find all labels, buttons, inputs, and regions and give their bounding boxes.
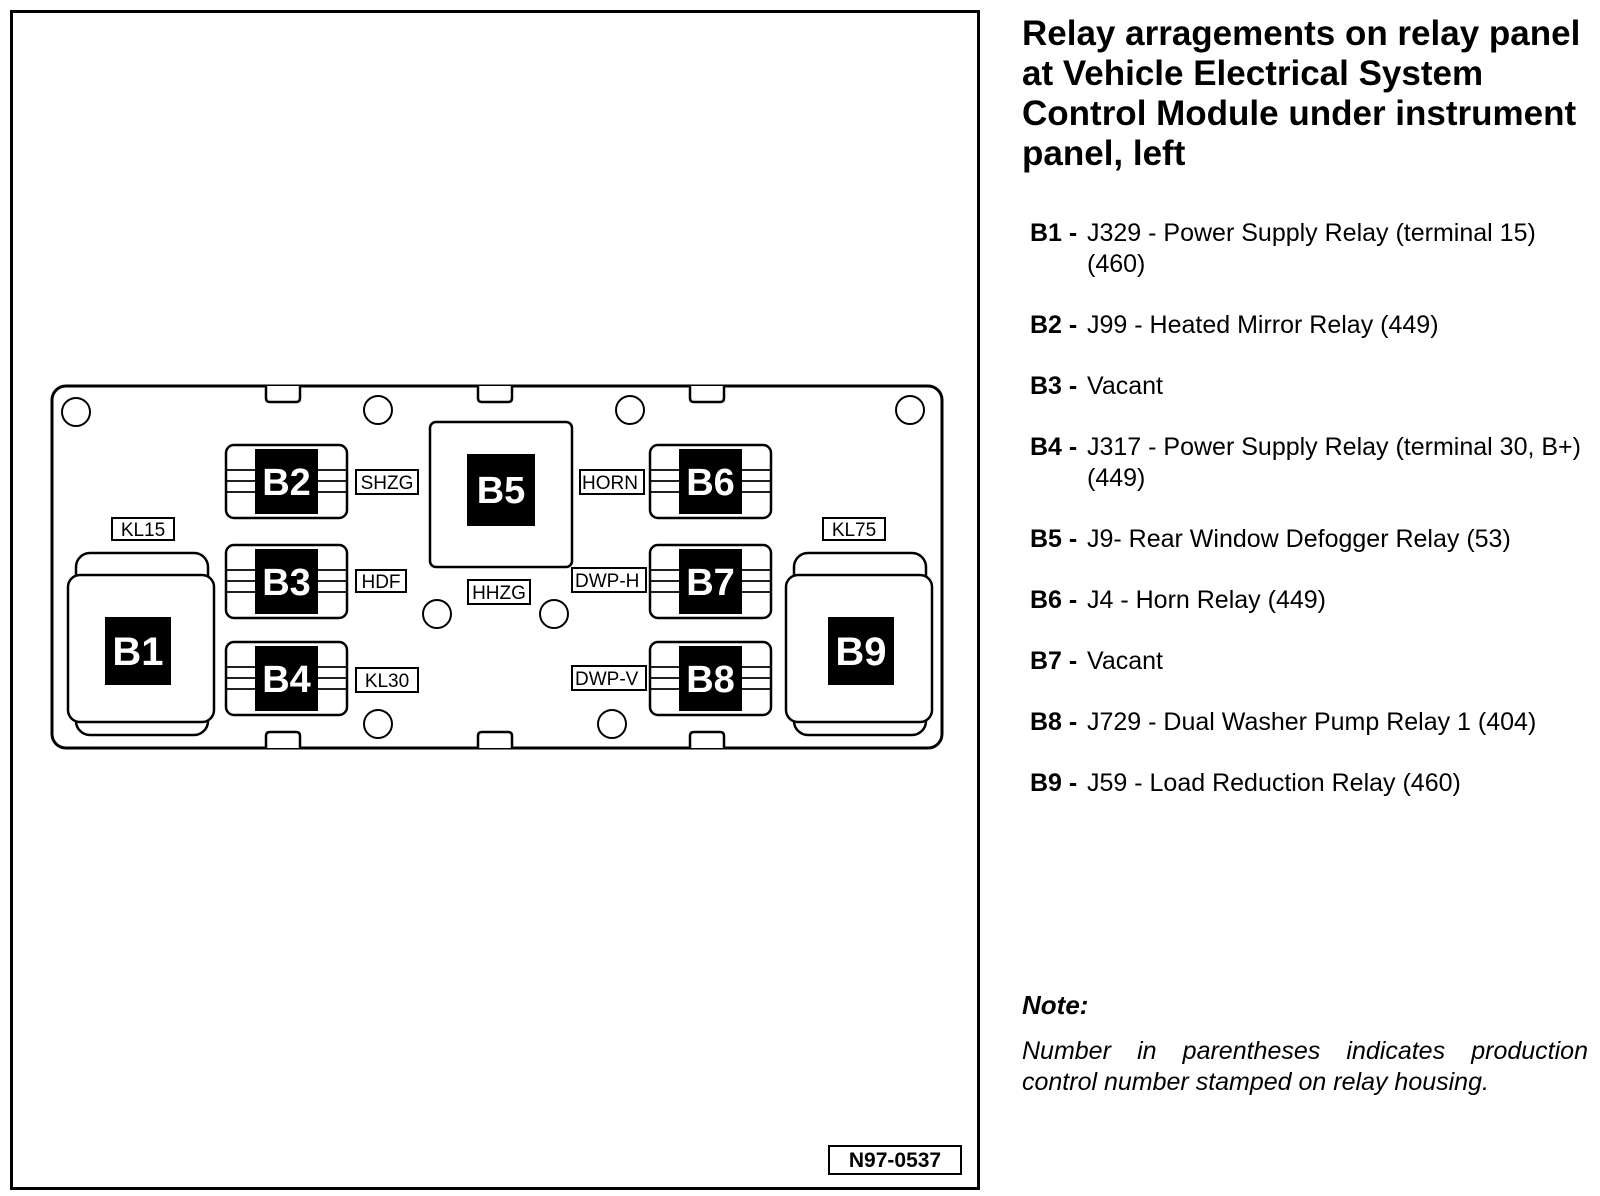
note-heading: Note: <box>1022 990 1089 1020</box>
svg-text:HDF: HDF <box>361 572 400 593</box>
legend-code: B9 - <box>1030 769 1078 797</box>
relay-slot-b7: B7 <box>648 543 773 620</box>
relay-label-b3: B3 <box>262 562 311 604</box>
svg-text:KL15: KL15 <box>121 520 165 541</box>
legend-code: B3 - <box>1030 372 1078 400</box>
svg-text:HORN: HORN <box>582 473 638 494</box>
legend-code: B5 - <box>1030 525 1078 553</box>
terminal-label-kl30: KL30 <box>355 667 419 693</box>
mounting-holes <box>61 395 925 739</box>
note-text: Number in parentheses indicates producti… <box>1022 1037 1588 1096</box>
legend-text: J4 - Horn Relay (449) <box>1087 586 1326 614</box>
relay-label-b1: B1 <box>112 630 163 674</box>
legend-item: B7 - Vacant <box>1030 646 1590 677</box>
legend-code: B6 - <box>1030 586 1078 614</box>
svg-text:DWP-H: DWP-H <box>575 571 639 592</box>
mounting-hole <box>539 599 569 629</box>
legend-item: B3 - Vacant <box>1030 371 1590 402</box>
legend-item: B5 - J9- Rear Window Defogger Relay (53) <box>1030 524 1590 555</box>
svg-text:SHZG: SHZG <box>361 473 414 494</box>
mounting-hole <box>61 397 91 427</box>
mounting-hole <box>422 599 452 629</box>
figure-frame <box>10 10 980 1190</box>
mounting-hole <box>363 709 393 739</box>
relay-tag-hdf: HDF <box>355 569 407 593</box>
relay-tag-dwp-h: DWP-H <box>571 567 647 593</box>
legend-text: J99 - Heated Mirror Relay (449) <box>1087 311 1439 339</box>
legend-text: Vacant <box>1087 647 1163 675</box>
legend-text: J9- Rear Window Defogger Relay (53) <box>1087 525 1511 553</box>
relay-label-b5: B5 <box>477 470 526 512</box>
relay-tag-horn: HORN <box>579 469 645 495</box>
legend-text: J317 - Power Supply Relay (terminal 30, … <box>1087 433 1581 492</box>
legend-item: B9 - J59 - Load Reduction Relay (460) <box>1030 768 1590 799</box>
relay-slot-b4: B4 <box>224 640 349 717</box>
relay-label-b7: B7 <box>686 562 735 604</box>
figure-id: N97-0537 <box>828 1145 962 1175</box>
svg-text:KL30: KL30 <box>365 671 409 692</box>
legend-code: B4 - <box>1030 433 1078 461</box>
panel-tabs <box>264 386 726 748</box>
mounting-hole <box>363 395 393 425</box>
relay-panel-diagram: B2 B3 B4 B6 B7 <box>50 384 944 750</box>
relay-tag-shzg: SHZG <box>355 469 419 495</box>
legend-code: B7 - <box>1030 647 1078 675</box>
legend-item: B8 - J729 - Dual Washer Pump Relay 1 (40… <box>1030 707 1590 738</box>
page-title: Relay arragements on relay panel at Vehi… <box>1022 14 1581 173</box>
legend-text: Vacant <box>1087 372 1163 400</box>
legend-text: J329 - Power Supply Relay (terminal 15) … <box>1087 219 1536 278</box>
terminal-label-kl15: KL15 <box>111 517 175 541</box>
legend-code: B8 - <box>1030 708 1078 736</box>
svg-text:DWP-V: DWP-V <box>575 669 639 690</box>
relay-label-b9: B9 <box>835 630 886 674</box>
relay-slot-b3: B3 <box>224 543 349 620</box>
mounting-hole <box>597 709 627 739</box>
mounting-hole <box>895 395 925 425</box>
legend-item: B2 - J99 - Heated Mirror Relay (449) <box>1030 310 1590 341</box>
relay-slot-b6: B6 <box>648 443 773 520</box>
legend-item: B1 - J329 - Power Supply Relay (terminal… <box>1030 218 1590 280</box>
legend-code: B1 - <box>1030 219 1078 247</box>
relay-label-b6: B6 <box>686 462 735 504</box>
relay-slot-b1: B1 <box>66 551 216 737</box>
legend-item: B6 - J4 - Horn Relay (449) <box>1030 585 1590 616</box>
relay-slot-b2: B2 <box>224 443 349 520</box>
mounting-hole <box>615 395 645 425</box>
relay-legend: B1 - J329 - Power Supply Relay (terminal… <box>1030 218 1590 799</box>
legend-item: B4 - J317 - Power Supply Relay (terminal… <box>1030 432 1590 494</box>
relay-slot-b8: B8 <box>648 640 773 717</box>
relay-slot-b5: B5 <box>428 420 574 569</box>
relay-tag-hhzg: HHZG <box>467 579 531 605</box>
relay-label-b4: B4 <box>262 659 311 701</box>
relay-label-b8: B8 <box>686 659 735 701</box>
svg-text:HHZG: HHZG <box>472 583 526 604</box>
relay-label-b2: B2 <box>262 462 311 504</box>
relay-slot-b9: B9 <box>784 551 934 737</box>
relay-tag-dwp-v: DWP-V <box>571 665 647 691</box>
svg-text:KL75: KL75 <box>832 520 876 541</box>
legend-code: B2 - <box>1030 311 1078 339</box>
legend-text: J59 - Load Reduction Relay (460) <box>1087 769 1461 797</box>
terminal-label-kl75: KL75 <box>822 517 886 541</box>
legend-text: J729 - Dual Washer Pump Relay 1 (404) <box>1087 708 1537 736</box>
